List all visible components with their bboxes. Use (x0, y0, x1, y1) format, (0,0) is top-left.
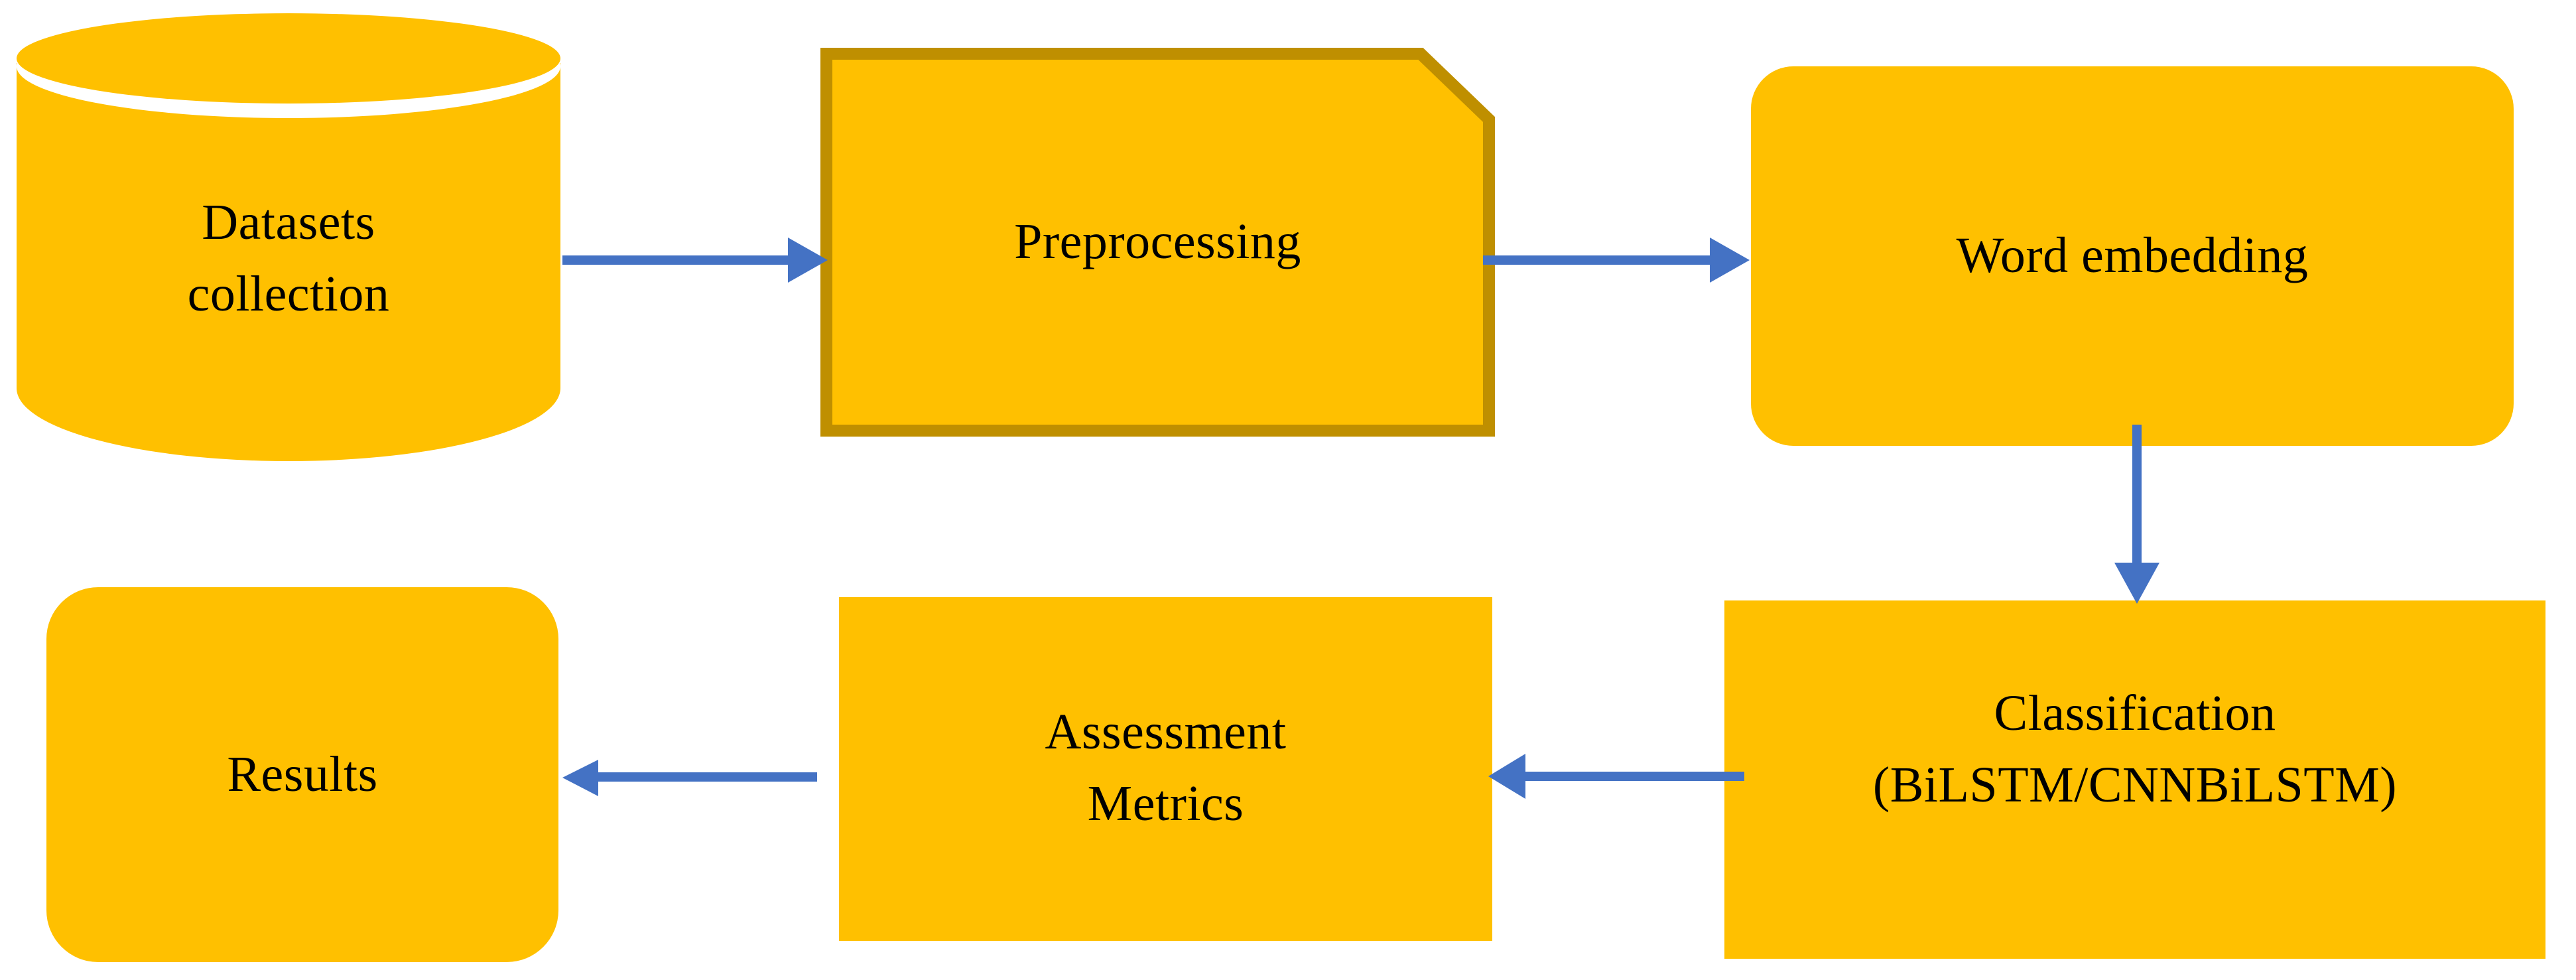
node-assessment-metrics[interactable] (839, 597, 1492, 941)
node-classification[interactable] (1724, 600, 2545, 959)
word-embedding-shape (1751, 66, 2514, 446)
arrow-head (1710, 238, 1750, 283)
arrow-head (788, 238, 828, 283)
cylinder-body (17, 63, 560, 461)
node-datasets-collection[interactable] (17, 13, 560, 461)
node-word-embedding[interactable] (1751, 66, 2514, 446)
arrow-head (2114, 563, 2159, 604)
node-results[interactable] (46, 587, 558, 962)
edge-word-embedding-to-classification (2114, 425, 2159, 604)
node-preprocessing[interactable] (820, 48, 1495, 437)
classification-shape (1724, 600, 2545, 959)
arrow-head (1488, 754, 1525, 799)
edge-assessment-to-results (562, 760, 817, 796)
assessment-metrics-shape (839, 597, 1492, 941)
arrow-head (562, 760, 598, 796)
preprocessing-shape (820, 48, 1495, 437)
edge-classification-to-assessment (1488, 754, 1744, 799)
cylinder-top (17, 13, 560, 104)
edge-preprocessing-to-word-embedding (1483, 238, 1750, 283)
edge-datasets-to-preprocessing (562, 238, 828, 283)
results-shape (46, 587, 558, 962)
